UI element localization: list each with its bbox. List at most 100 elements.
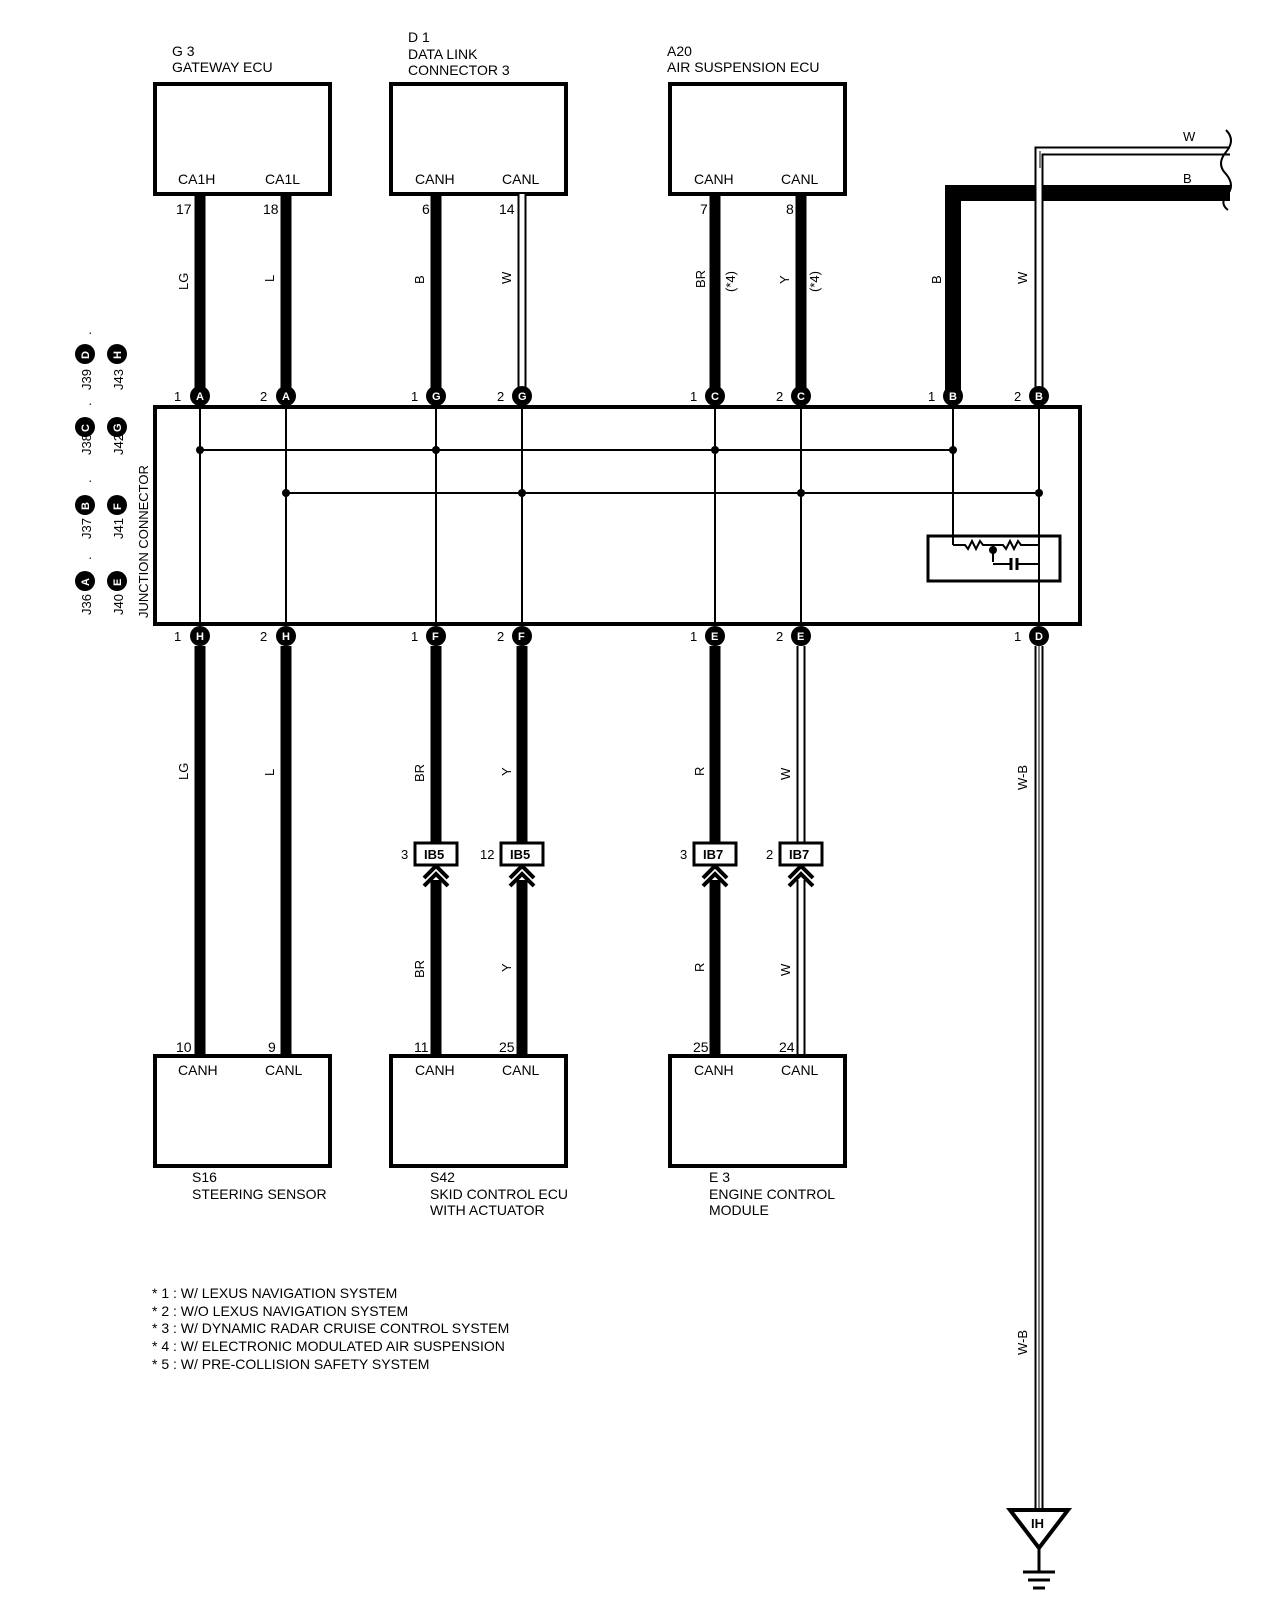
pin-letter: F: [432, 631, 439, 643]
id-letter-a: A: [80, 578, 92, 586]
note-5: * 5 : W/ PRE-COLLISION SAFETY SYSTEM: [152, 1356, 429, 1372]
ib5-connector-b: [499, 841, 545, 867]
pin-num: 2: [497, 629, 504, 644]
e3-name-1: ENGINE CONTROL: [709, 1186, 835, 1202]
s42-pin-l: CANL: [502, 1062, 540, 1078]
label-y-bottom-1: Y: [499, 767, 514, 776]
junction-pins-top: 1 A 2 A 1 G 2 G 1 C 2 C 1 B 2 B: [174, 386, 1049, 406]
id-sep: .: [79, 402, 94, 406]
wire-b-ext: [945, 185, 1230, 393]
label-r-bottom-1: R: [692, 767, 707, 776]
s16-name: STEERING SENSOR: [192, 1186, 327, 1202]
junction-connector-box: [153, 405, 1082, 626]
pin-letter: B: [1035, 391, 1043, 403]
pin-num: 1: [1014, 629, 1021, 644]
component-d1: D 1 DATA LINK CONNECTOR 3 CANH CANL: [389, 29, 568, 196]
s42-pin-num-h: 11: [414, 1039, 429, 1055]
pin-num: 1: [928, 389, 935, 404]
id-letter-g: G: [112, 423, 124, 432]
pin-num: 1: [174, 389, 181, 404]
a20-code: A20: [667, 43, 692, 59]
pin-letter: H: [196, 631, 204, 643]
label-y-top: Y: [777, 275, 792, 284]
id-letter-e: E: [112, 579, 124, 586]
label-br-top: BR: [693, 270, 708, 288]
component-s42: CANH CANL S42 SKID CONTROL ECU WITH ACTU…: [389, 1054, 568, 1218]
e3-pin-l: CANL: [781, 1062, 819, 1078]
label-note4-br: (*4): [723, 271, 738, 292]
pin-num: 2: [776, 629, 783, 644]
d1-code: D 1: [408, 29, 430, 45]
s42-code: S42: [430, 1169, 455, 1185]
note-2: * 2 : W/O LEXUS NAVIGATION SYSTEM: [152, 1303, 408, 1319]
bottom-wires: [194, 646, 1044, 1512]
id-letter-c: C: [80, 424, 92, 432]
g3-name: GATEWAY ECU: [172, 59, 273, 75]
pin-letter: C: [711, 391, 719, 403]
d1-pin-l: CANL: [502, 171, 540, 187]
ib5-label-b: IB5: [510, 847, 530, 862]
component-a20: A20 AIR SUSPENSION ECU CANH CANL: [667, 43, 847, 196]
label-y-bottom-2: Y: [499, 963, 514, 972]
top-wire-labels: LG L B W BR (*4) Y (*4) B W W B: [176, 129, 1196, 292]
label-br-bottom-1: BR: [412, 764, 427, 782]
a20-pin-num-l: 8: [786, 201, 794, 217]
s42-box: [389, 1054, 568, 1168]
ground-triangle: [1005, 1508, 1073, 1552]
id-j37: J37: [79, 518, 94, 539]
label-lg-bottom: LG: [176, 763, 191, 780]
e3-name-2: MODULE: [709, 1202, 769, 1218]
g3-box: [153, 82, 332, 196]
ib7-label-b: IB7: [789, 847, 809, 862]
s16-code: S16: [192, 1169, 217, 1185]
label-w-top: W: [499, 271, 514, 284]
g3-pin-num-l: 18: [263, 201, 279, 217]
inline-connectors: IB5 3 IB5 12 IB7 3 IB7 2: [401, 841, 824, 867]
e3-pin-num-l: 24: [779, 1039, 795, 1055]
id-j42: J42: [111, 434, 126, 455]
id-j43: J43: [111, 369, 126, 390]
id-j38: J38: [79, 434, 94, 455]
a20-pin-num-h: 7: [700, 201, 708, 217]
ib7-pin-b: 2: [766, 847, 773, 862]
id-sep: .: [79, 556, 94, 560]
label-l-bottom: L: [262, 769, 277, 776]
d1-pin-h: CANH: [415, 171, 455, 187]
e3-pin-h: CANH: [694, 1062, 734, 1078]
label-w-bottom-2: W: [778, 963, 793, 976]
bottom-wire-labels: LG L BR Y R W W-B BR Y R W W-B: [176, 763, 1030, 1355]
label-b-right: B: [929, 275, 944, 284]
pin-num: 2: [260, 389, 267, 404]
g3-pin-h: CA1H: [178, 171, 215, 187]
ground-label: IH: [1031, 1516, 1044, 1531]
pin-letter: A: [196, 391, 204, 403]
pin-num: 1: [411, 629, 418, 644]
id-j36: J36: [79, 594, 94, 615]
pin-letter: C: [797, 391, 805, 403]
id-letter-b: B: [80, 502, 92, 510]
id-letter-h: H: [112, 351, 124, 359]
pin-num: 1: [690, 629, 697, 644]
label-b-ext: B: [1183, 171, 1192, 186]
ib5-pin-a: 3: [401, 847, 408, 862]
id-letter-d: D: [80, 351, 92, 359]
d1-name-2: CONNECTOR 3: [408, 62, 510, 78]
pin-letter: G: [518, 391, 527, 403]
component-g3: G 3 GATEWAY ECU CA1H CA1L: [153, 43, 332, 196]
e3-pin-num-h: 25: [693, 1039, 709, 1055]
junction-title: JUNCTION CONNECTOR: [136, 465, 151, 618]
note-3: * 3 : W/ DYNAMIC RADAR CRUISE CONTROL SY…: [152, 1320, 509, 1336]
d1-box: [389, 82, 568, 196]
pin-letter: G: [432, 391, 441, 403]
pin-letter: H: [282, 631, 290, 643]
wire-break-mark: [1220, 129, 1232, 211]
pin-letter: B: [949, 391, 957, 403]
pin-num: 1: [411, 389, 418, 404]
pin-num: 2: [1014, 389, 1021, 404]
a20-name: AIR SUSPENSION ECU: [667, 59, 819, 75]
g3-pin-num-h: 17: [176, 201, 192, 217]
ib5-pin-b: 12: [480, 847, 494, 862]
label-w-bottom-1: W: [778, 767, 793, 780]
pin-letter: A: [282, 391, 290, 403]
